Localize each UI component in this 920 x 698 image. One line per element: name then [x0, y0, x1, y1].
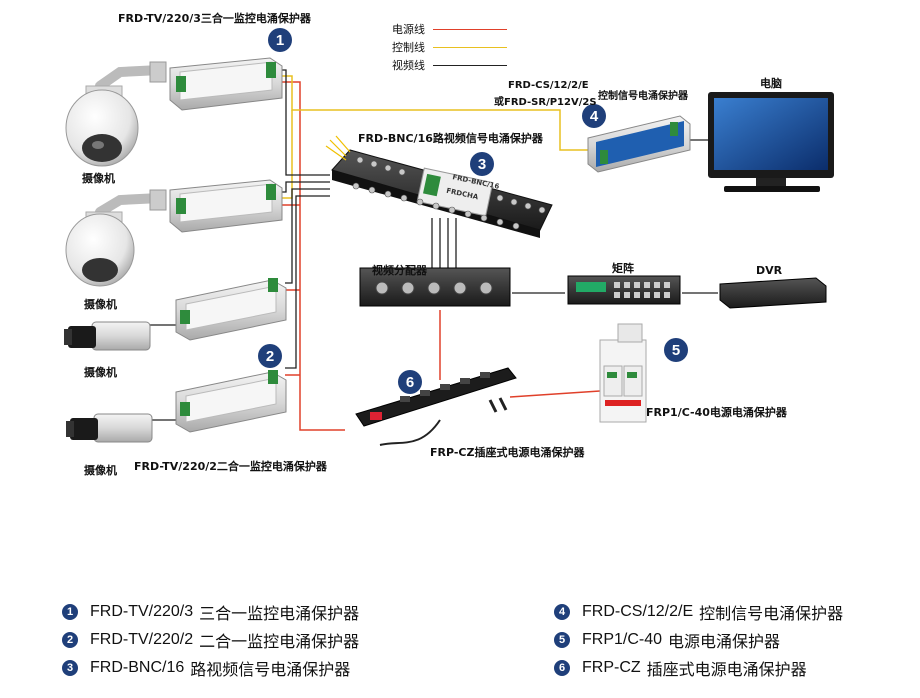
legend-control-label: 控制线 [392, 41, 425, 54]
product-desc-4: 控制信号电涌保护器 [699, 606, 844, 623]
video-splitter-device [359, 267, 511, 307]
splitter-label: 视频分配器 [372, 264, 427, 277]
product-number-5: 5 [554, 632, 570, 648]
video-wires [150, 69, 718, 421]
frpcz-label: FRP-CZ插座式电源电涌保护器 [430, 446, 585, 459]
wire-legend: 电源线 控制线 视频线 [392, 20, 507, 74]
product-number-2: 2 [62, 632, 78, 648]
product-model-4: FRD-CS/12/2/E [582, 603, 694, 620]
product-number-6: 6 [554, 660, 570, 676]
product-model-6: FRP-CZ [582, 659, 641, 676]
box-camera-2 [66, 413, 153, 443]
product-desc-3: 路视频信号电涌保护器 [190, 662, 351, 679]
dvr-device [719, 277, 827, 309]
legend-power: 电源线 [392, 20, 507, 38]
computer-label: 电脑 [760, 77, 782, 90]
camera-label-4: 摄像机 [84, 464, 117, 477]
product-number-1: 1 [62, 604, 78, 620]
product-model-3: FRD-BNC/16 [90, 659, 185, 676]
camera-label-1: 摄像机 [82, 172, 115, 185]
matrix-label: 矩阵 [612, 262, 634, 275]
badge-5: 5 [664, 338, 688, 362]
product-list-item-5: 5 FRP1/C-40 电源电涌保护器 [554, 628, 780, 652]
legend-control: 控制线 [392, 38, 507, 56]
power-strip [355, 367, 517, 446]
product-list-item-4: 4 FRD-CS/12/2/E 控制信号电涌保护器 [554, 600, 843, 624]
product-list-item-3: 3 FRD-BNC/16 路视频信号电涌保护器 [62, 656, 350, 680]
legend-video-swatch [433, 64, 507, 66]
cs-title-line1: FRD-CS/12/2/E [508, 80, 589, 91]
camera-label-2: 摄像机 [84, 298, 117, 311]
dome-camera-2 [65, 189, 167, 287]
product-number-4: 4 [554, 604, 570, 620]
bnc16-rack [325, 135, 553, 238]
product-list-item-2: 2 FRD-TV/220/2 二合一监控电涌保护器 [62, 628, 359, 652]
badge-6: 6 [398, 370, 422, 394]
dome-camera-1 [65, 61, 167, 167]
protector-3in1-a [169, 57, 283, 111]
protector-3in1-b [169, 179, 283, 233]
legend-power-label: 电源线 [392, 23, 425, 36]
badge-2: 2 [258, 344, 282, 368]
badge-3: 3 [470, 152, 494, 176]
legend-control-swatch [433, 46, 507, 48]
product-desc-2: 二合一监控电涌保护器 [199, 634, 360, 651]
bnc-title: FRD-BNC/16路视频信号电涌保护器 [358, 132, 543, 145]
cs-title-suffix: 控制信号电涌保护器 [598, 91, 688, 102]
product-desc-1: 三合一监控电涌保护器 [199, 606, 360, 623]
product-list-item-6: 6 FRP-CZ 插座式电源电涌保护器 [554, 656, 807, 680]
surge-protection-diagram: 1 2 3 4 5 6 FRD-TV/220/3三合一监控电涌保护器 FRD-T… [64, 12, 834, 477]
product-desc-6: 插座式电源电涌保护器 [646, 662, 807, 679]
frp1-label: FRP1/C-40电源电涌保护器 [646, 406, 787, 419]
badge-4: 4 [582, 104, 606, 128]
legend-video-label: 视频线 [392, 59, 425, 72]
surge2-title: FRD-TV/220/2二合一监控电涌保护器 [134, 460, 327, 473]
product-model-1: FRD-TV/220/3 [90, 603, 194, 620]
matrix-device [567, 275, 681, 305]
product-number-3: 3 [62, 660, 78, 676]
dvr-label: DVR [756, 264, 783, 277]
camera-label-3: 摄像机 [84, 366, 117, 379]
frp1-din-protector [599, 323, 647, 423]
computer-monitor [708, 92, 834, 192]
product-model-2: FRD-TV/220/2 [90, 631, 194, 648]
box-camera-1 [64, 321, 151, 351]
surge1-title: FRD-TV/220/3三合一监控电涌保护器 [118, 12, 311, 25]
product-list-item-1: 1 FRD-TV/220/3 三合一监控电涌保护器 [62, 600, 359, 624]
product-model-5: FRP1/C-40 [582, 631, 663, 648]
protector-2in1-b [175, 370, 287, 433]
diagram-canvas [64, 57, 834, 446]
legend-video: 视频线 [392, 56, 507, 74]
protector-2in1-a [175, 278, 287, 341]
legend-power-swatch [433, 28, 507, 30]
badge-1: 1 [268, 28, 292, 52]
power-wires [280, 81, 616, 431]
control-signal-protector [587, 115, 691, 173]
product-desc-5: 电源电涌保护器 [668, 634, 781, 651]
cs-title-line2: 或FRD-SR/P12V/2S [494, 97, 597, 108]
